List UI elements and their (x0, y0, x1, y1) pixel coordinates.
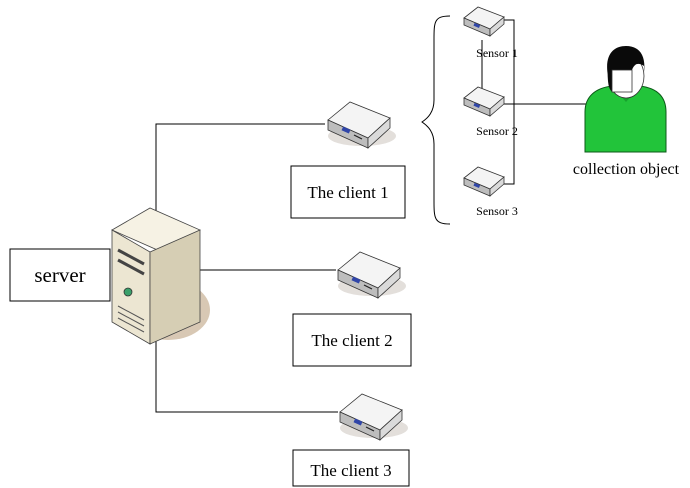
client-2-box (292, 313, 412, 367)
client-1-label: The client 1 (307, 183, 388, 202)
sensor-2-label: Sensor 2 (476, 124, 518, 138)
client-1-box (290, 165, 406, 219)
sensor-3-label: Sensor 3 (476, 204, 518, 218)
client-1-icon (327, 101, 397, 149)
client-3-label: The client 3 (310, 461, 391, 480)
sensor-2-icon (463, 86, 505, 117)
person-icon (584, 46, 667, 153)
client-2-label: The client 2 (311, 331, 392, 350)
client-3-icon (339, 393, 409, 441)
server-icon (111, 207, 210, 345)
sensor-group-brace (421, 15, 451, 225)
sensor-1-label: Sensor 1 (476, 46, 518, 60)
client-3-box (292, 449, 410, 487)
sensor-3-icon (463, 166, 505, 197)
client-2-icon (337, 251, 407, 299)
server-label-box (9, 248, 111, 302)
sensor-1-icon (463, 6, 505, 37)
collection-object-label: collection object (573, 161, 680, 178)
server-label: server (34, 263, 85, 287)
